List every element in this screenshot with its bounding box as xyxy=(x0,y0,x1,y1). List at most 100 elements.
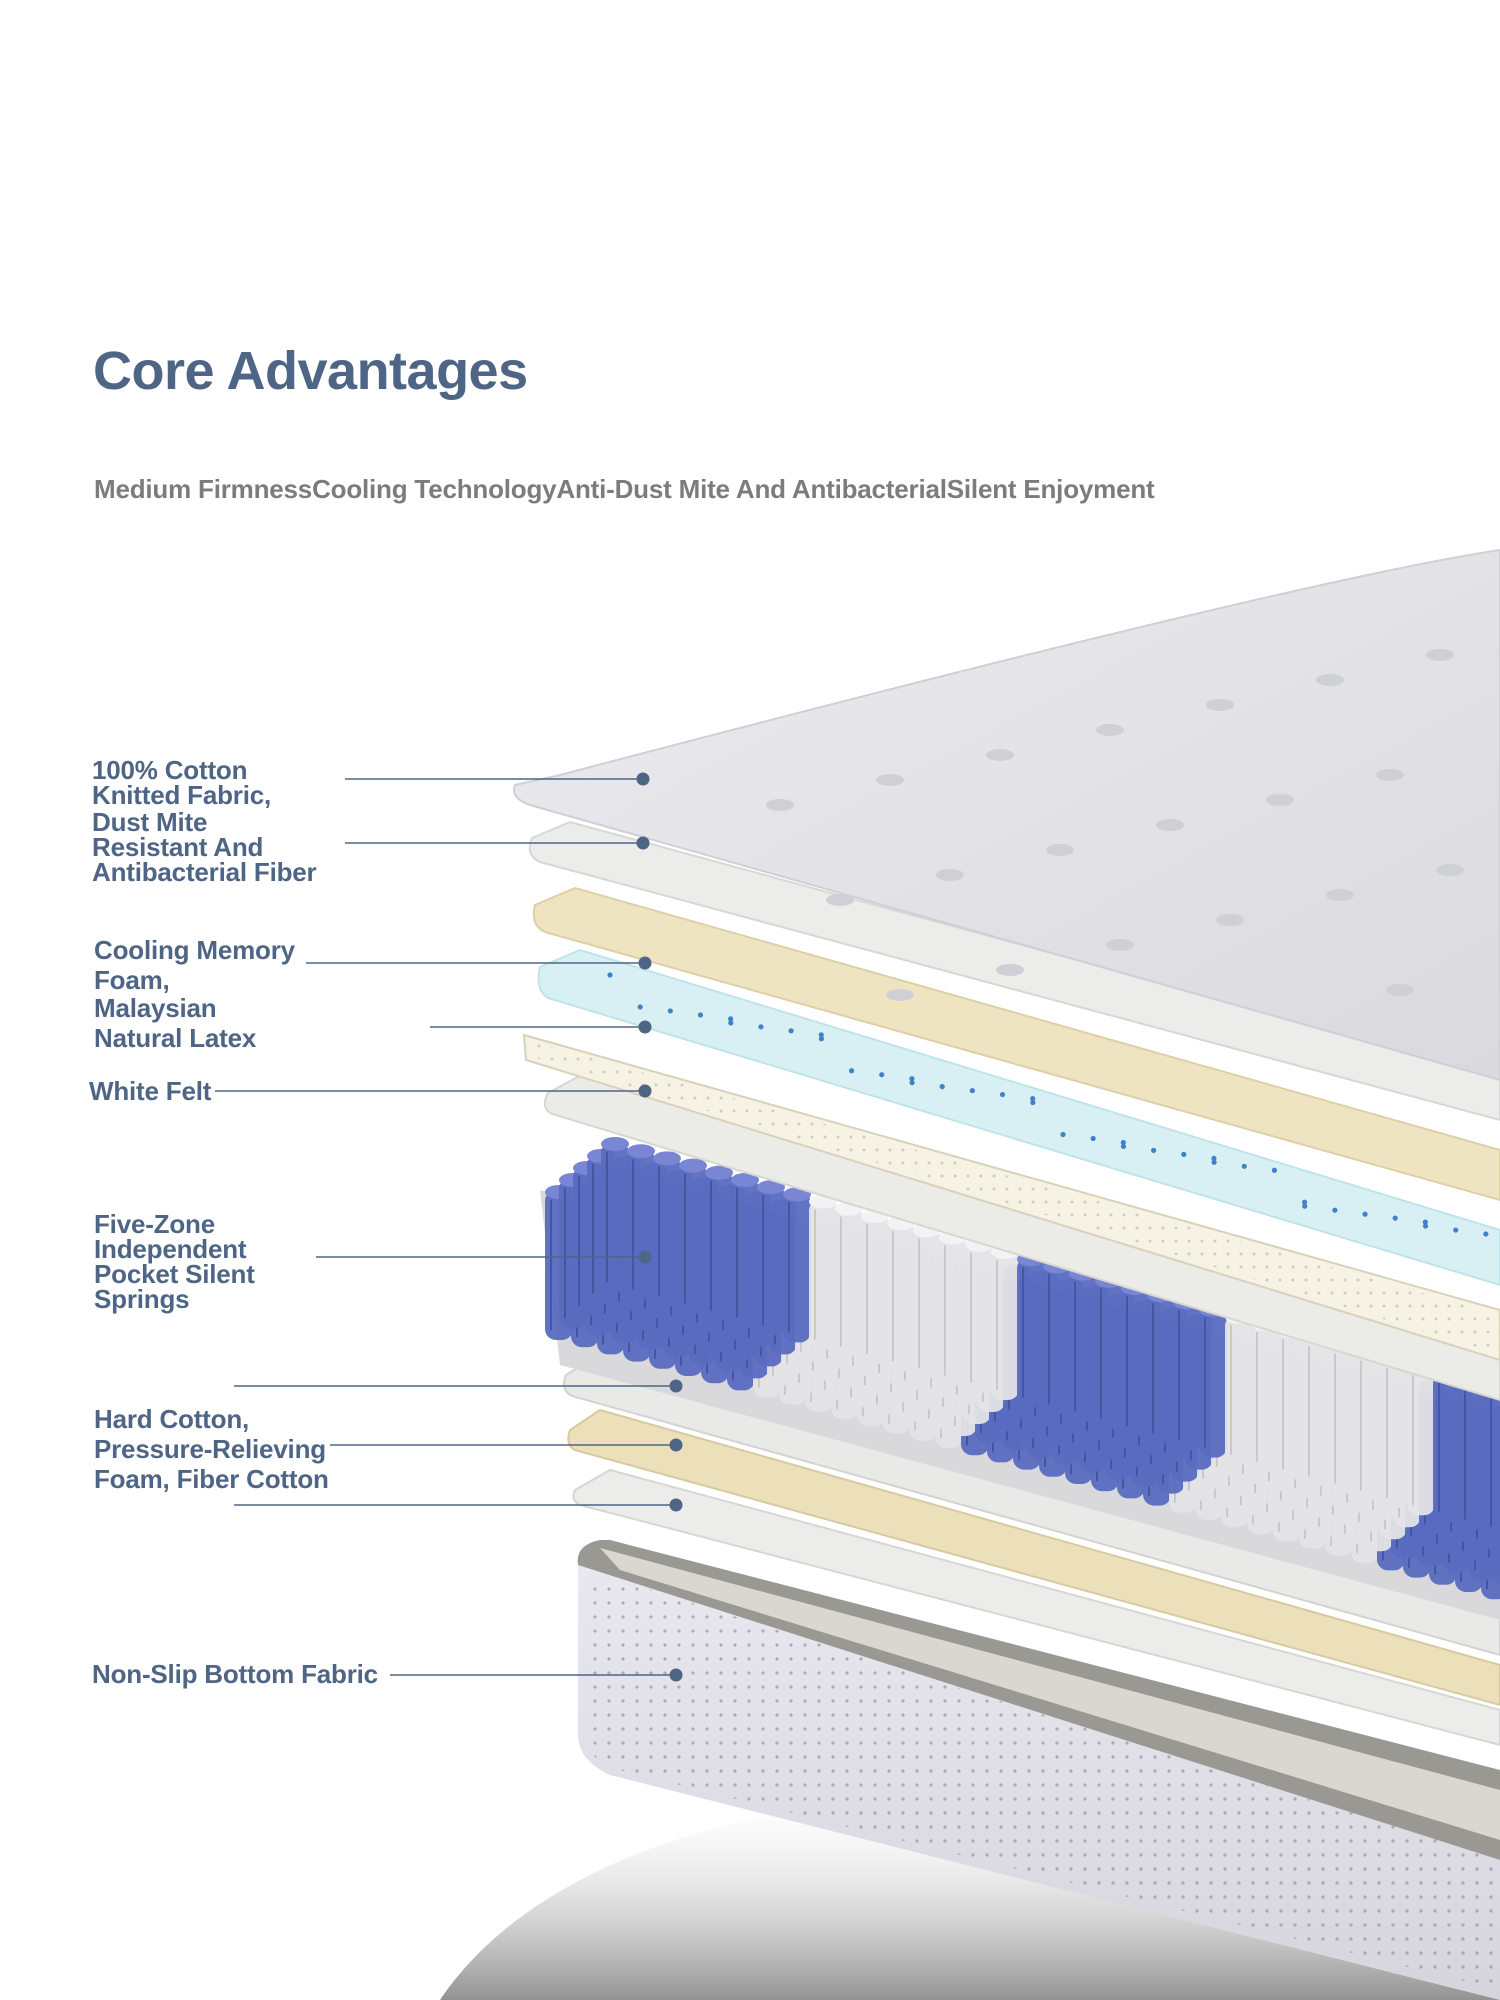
feature-medium-firmness: Medium Firmness xyxy=(94,474,313,504)
pocket-spring xyxy=(1017,1252,1045,1408)
gel-fleck xyxy=(1362,1211,1368,1217)
pocket-spring xyxy=(783,1187,811,1343)
fiber-cotton-layer xyxy=(572,1468,1500,1747)
pocket-spring xyxy=(1095,1273,1123,1429)
quilt-point xyxy=(766,799,794,811)
leader-dot xyxy=(638,1250,652,1264)
leader-dot xyxy=(636,772,650,786)
pocket-spring xyxy=(757,1180,785,1336)
pocket-spring xyxy=(1407,1360,1435,1516)
white-felt-layer xyxy=(543,1071,1500,1402)
pocket-spring xyxy=(965,1237,993,1393)
latex-perforations xyxy=(528,1040,1500,1355)
quilt-point xyxy=(876,774,904,786)
pocket-spring xyxy=(1043,1259,1071,1415)
quilt-point xyxy=(986,749,1014,761)
pocket-spring xyxy=(1433,1367,1461,1523)
gel-fleck xyxy=(848,1068,855,1074)
leader-dot xyxy=(669,1438,683,1452)
feature-silent-enjoyment: Silent Enjoyment xyxy=(946,474,1155,504)
gel-fleck xyxy=(1030,1099,1036,1106)
pocket-spring xyxy=(679,1158,707,1314)
pocket-spring xyxy=(731,1173,759,1328)
pocket-spring xyxy=(1485,1381,1500,1537)
gel-fleck xyxy=(1211,1155,1217,1161)
callout-leader-lines xyxy=(215,772,683,1682)
quilt-point xyxy=(1216,914,1244,926)
quilt-point xyxy=(1426,649,1454,661)
gel-fleck xyxy=(1453,1227,1459,1233)
memory-foam-layer xyxy=(532,886,1500,1202)
quilt-point xyxy=(996,964,1024,976)
pocket-spring xyxy=(861,1209,889,1364)
feature-anti-dust-mite: Anti-Dust Mite And Antibacterial xyxy=(556,474,947,504)
gel-fleck xyxy=(939,1084,945,1090)
hard-cotton-layer xyxy=(563,1353,1500,1657)
pocket-spring xyxy=(1277,1324,1305,1480)
quilt-point xyxy=(1156,819,1184,831)
pocket-spring xyxy=(1251,1317,1279,1472)
pocket-spring xyxy=(1329,1338,1357,1494)
callout-natural-latex: Malaysian Natural Latex xyxy=(94,993,257,1053)
pocket-spring xyxy=(1121,1281,1149,1436)
page-title: Core Advantages xyxy=(93,341,528,401)
pocket-spring xyxy=(991,1245,1019,1400)
quilt-point xyxy=(1266,794,1294,806)
gel-fleck xyxy=(818,1032,824,1038)
gel-fleck xyxy=(1060,1131,1066,1138)
quilt-point xyxy=(936,869,964,881)
pocket-spring xyxy=(1147,1288,1175,1444)
leader-dot xyxy=(638,956,652,970)
pocket-spring xyxy=(835,1201,863,1357)
gel-fleck xyxy=(1120,1143,1127,1150)
gel-fleck xyxy=(1301,1199,1308,1205)
gel-fleck xyxy=(1211,1159,1217,1165)
cooling-gel-layer xyxy=(537,948,1500,1287)
gel-fleck xyxy=(1120,1139,1126,1146)
top-fabric-quilt-points xyxy=(766,649,1464,1001)
gel-fleck xyxy=(1151,1147,1157,1153)
pocket-spring xyxy=(913,1223,941,1379)
base-top-surface xyxy=(600,1548,1500,1840)
pocket-spring xyxy=(1173,1295,1201,1451)
gel-fleck xyxy=(1332,1207,1338,1213)
callout-cotton-fabric: 100% Cotton Knitted Fabric, xyxy=(92,755,272,810)
pocket-spring xyxy=(1303,1331,1331,1487)
leader-dot xyxy=(638,1084,652,1098)
pocket-spring xyxy=(601,1137,629,1292)
quilt-point xyxy=(1376,769,1404,781)
gel-fleck xyxy=(607,972,613,978)
gel-fleck xyxy=(697,1012,704,1018)
gel-fleck xyxy=(728,1020,734,1026)
pocket-spring xyxy=(1459,1374,1487,1530)
pocket-spring xyxy=(1355,1345,1383,1501)
gel-fleck xyxy=(728,1016,734,1022)
callout-cooling-memory-foam: Cooling Memory Foam, xyxy=(94,935,295,995)
pressure-relieving-foam-layer xyxy=(567,1408,1500,1707)
pocket-spring xyxy=(1225,1309,1253,1465)
quilt-point xyxy=(1046,844,1074,856)
pocket-springs xyxy=(545,1137,1500,1600)
cooling-gel-flecks xyxy=(607,972,1489,1237)
pocket-spring xyxy=(939,1230,967,1386)
quilt-point xyxy=(1206,699,1234,711)
gel-fleck xyxy=(969,1088,975,1094)
callout-bottom-fabric: Non-Slip Bottom Fabric xyxy=(92,1659,378,1689)
leader-dot xyxy=(669,1498,683,1512)
gel-fleck xyxy=(879,1072,885,1078)
pocket-spring xyxy=(809,1194,837,1350)
quilt-point xyxy=(1096,724,1124,736)
top-knitted-fabric-layer xyxy=(513,548,1500,1082)
gel-fleck xyxy=(1241,1163,1247,1169)
leader-dot xyxy=(669,1668,683,1682)
quilt-point xyxy=(1326,889,1354,901)
pocket-spring xyxy=(1069,1266,1097,1422)
feature-cooling-technology: Cooling Technology xyxy=(312,474,557,504)
gel-fleck xyxy=(909,1076,915,1082)
gel-fleck xyxy=(1030,1095,1036,1102)
quilt-point xyxy=(1106,939,1134,951)
pocket-spring xyxy=(653,1151,681,1307)
pocket-spring xyxy=(887,1216,915,1372)
gel-fleck xyxy=(1392,1215,1398,1221)
